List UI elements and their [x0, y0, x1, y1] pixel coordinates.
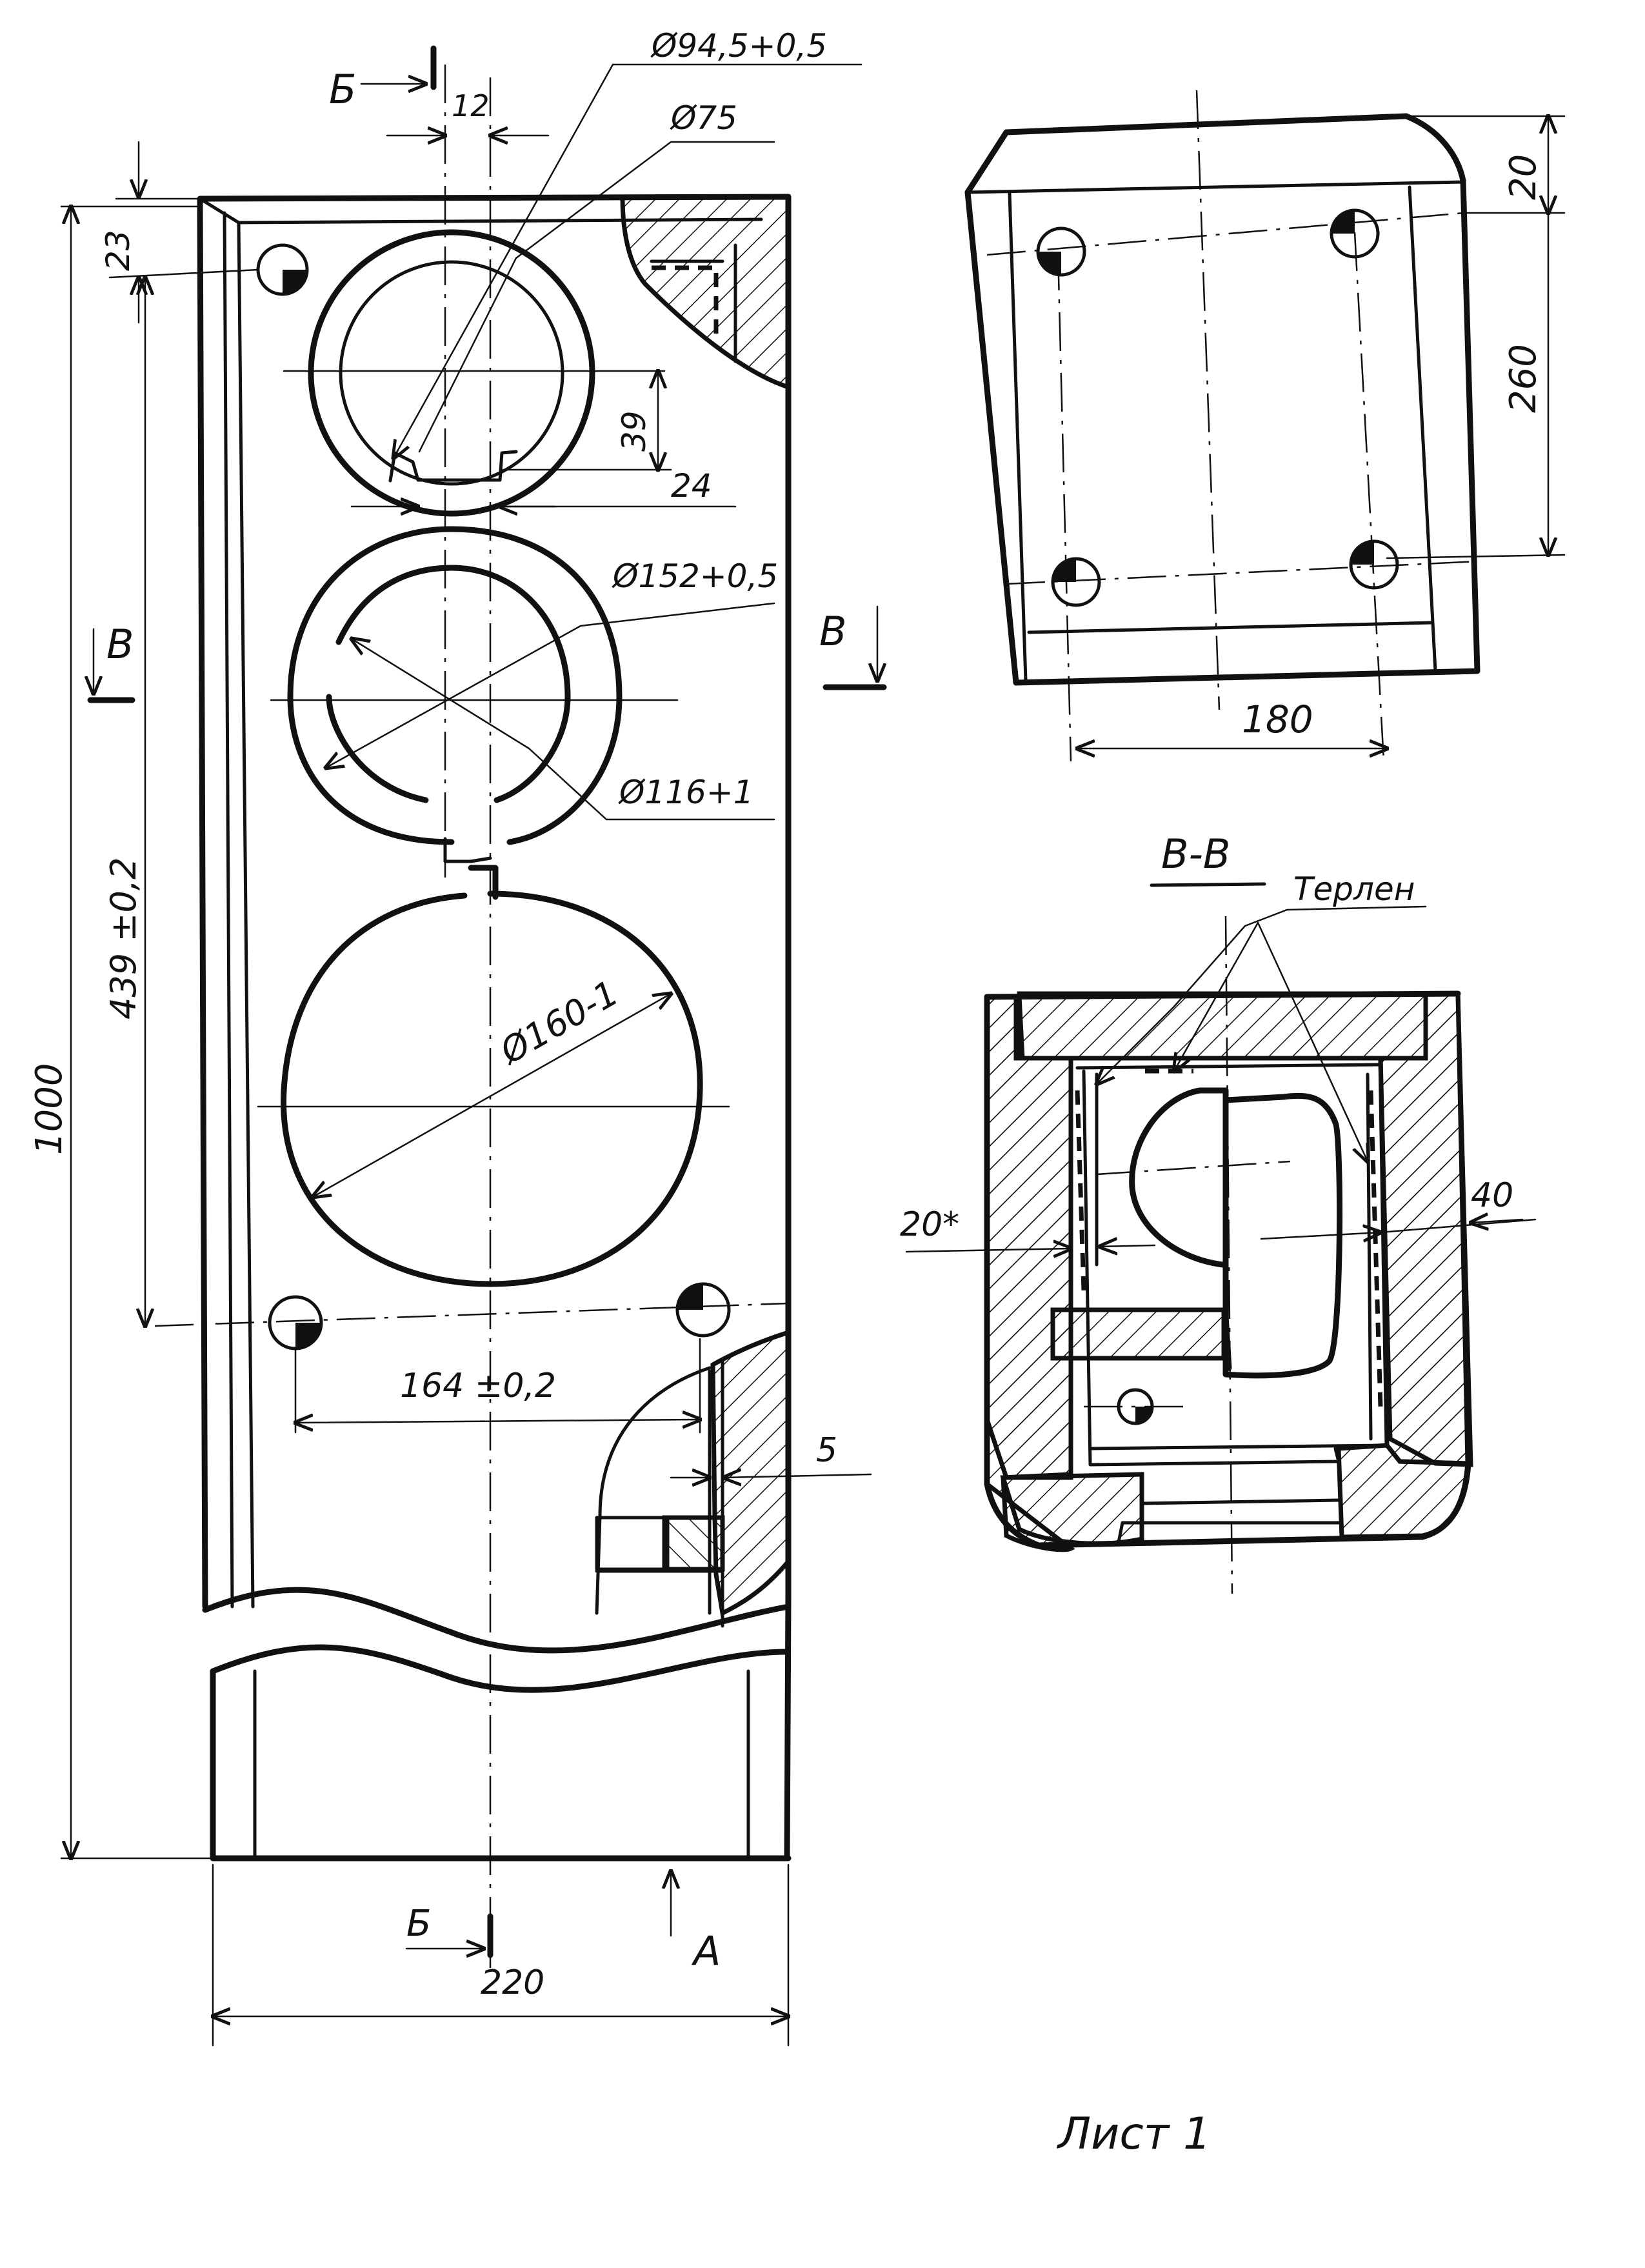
dim-1000: 1000	[28, 1063, 70, 1155]
section-title: В-В	[1161, 830, 1230, 878]
mark-view-a: А	[691, 1927, 721, 1974]
dim-39: 39	[615, 410, 653, 452]
dim-d116: Ø116+1	[618, 774, 754, 811]
material-label: Терлен	[1293, 870, 1415, 908]
section-vv: В-В Терлен 20*	[900, 830, 1537, 1594]
dim-5: 5	[816, 1431, 837, 1470]
dim-12: 12	[452, 88, 490, 123]
dim-20-star: 20*	[900, 1205, 959, 1244]
section-port	[1129, 1087, 1343, 1379]
corner-hatch-top	[620, 194, 791, 390]
tweeter-opening	[283, 229, 666, 517]
break-line	[202, 1587, 792, 1654]
section-shelf	[1050, 1307, 1226, 1361]
dim-d-hole: Ø94,5+0,5	[650, 27, 827, 65]
dim-180: 180	[1242, 697, 1313, 741]
top-view-outline	[964, 113, 1480, 686]
sheet-label: Лист 1	[1056, 2109, 1211, 2160]
dim-439: 439 ±0,2	[103, 858, 144, 1019]
dim-40: 40	[1471, 1176, 1513, 1215]
dim-23: 23	[99, 230, 137, 271]
dim-260: 260	[1502, 344, 1544, 413]
dim-220: 220	[481, 1963, 544, 2002]
dim-d-75: Ø75	[670, 99, 737, 137]
top-view-hole-4	[1349, 539, 1399, 590]
top-view-hole-1	[1036, 226, 1086, 277]
dim-20-top: 20	[1502, 154, 1544, 200]
mark-v-left: В	[106, 621, 134, 668]
small-hatched-block	[662, 1515, 725, 1572]
midrange-opening	[270, 526, 679, 900]
dim-164: 164 ±0,2	[400, 1367, 556, 1405]
mark-b-bottom: Б	[406, 1903, 431, 1945]
mark-v-right: В	[819, 608, 847, 655]
front-outline	[197, 194, 792, 1862]
mount-hole-top-left	[256, 243, 309, 296]
mark-b-top: Б	[329, 66, 357, 113]
mount-hole-bottom-right	[675, 1282, 731, 1338]
woofer-opening	[257, 890, 730, 1287]
front-inner-face	[198, 197, 763, 1860]
dim-24: 24	[671, 467, 712, 505]
top-view-hole-2	[1330, 208, 1380, 259]
corner-hatch-bottom	[710, 1329, 791, 1617]
top-view-hole-3	[1051, 557, 1101, 607]
section-top-panel	[1017, 991, 1428, 1061]
top-view: 20 260 180	[964, 90, 1566, 762]
mount-hole-bottom-left	[268, 1295, 323, 1350]
dim-d152: Ø152+0,5	[612, 557, 778, 595]
front-view: Ø94,5+0,5 Ø75 12 23 39 24 Ø152+0,5 Ø116+…	[28, 27, 887, 2047]
